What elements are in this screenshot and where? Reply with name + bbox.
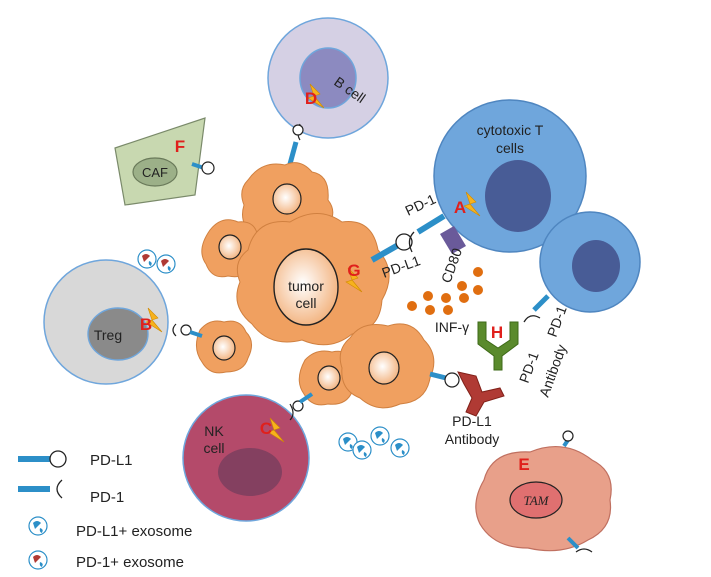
caf-label: CAF — [142, 165, 168, 180]
treg-cell: Treg B — [43, 259, 203, 385]
legend: PD-L1 PD-1 PD-L1+ exosome PD-1+ exosome — [18, 450, 192, 571]
pd1-cup-icon — [408, 231, 415, 253]
marker-a: A — [454, 198, 466, 217]
tam-label: TAM — [523, 493, 549, 508]
pdl1-head-icon — [292, 400, 304, 412]
legend-pdl1: PD-L1 — [18, 450, 133, 469]
pdl1-head-icon — [395, 233, 413, 251]
marker-e: E — [518, 455, 529, 474]
pdl1-exosome-cluster — [338, 426, 410, 460]
inf-gamma-dots: INF-γ — [407, 267, 483, 335]
pdl1-antibody-icon — [457, 371, 505, 417]
marker-f: F — [175, 137, 185, 156]
pdl1-stalk — [298, 392, 314, 404]
cd80-icon — [440, 226, 466, 254]
pd1-cup-icon — [172, 323, 177, 337]
pd1-stalk — [416, 213, 446, 235]
nk-label-line1: NK — [204, 423, 224, 439]
pdl1-stalk — [287, 141, 299, 165]
pd1-label-top: PD-1 — [403, 191, 439, 219]
pd1-cup-icon — [575, 548, 593, 553]
pdl1-head-icon — [201, 161, 215, 175]
marker-h: H — [491, 323, 503, 342]
pdl1-stalk — [370, 241, 402, 263]
marker-g: G — [347, 261, 360, 280]
marker-c: C — [260, 419, 272, 438]
pdl1-antibody-line1: PD-L1 — [452, 413, 492, 429]
pdl1-head-icon — [49, 450, 67, 468]
tumor-label-line2: cell — [295, 295, 316, 311]
pdl1-head-icon — [180, 324, 192, 336]
t-cell-label-line2: cells — [496, 140, 524, 156]
legend-pdl1-exosome: PD-L1+ exosome — [28, 516, 192, 540]
infg-label: INF-γ — [435, 319, 469, 335]
pdl1-stalk — [429, 371, 447, 381]
t-cell-label-line1: cytotoxic T — [477, 122, 544, 138]
pd1-pdl1-interaction: A PD-1 PD-L1 CD80 — [370, 191, 481, 285]
legend-pd1-exosome: PD-1+ exosome — [28, 550, 184, 571]
b-cell: B cell D — [267, 17, 389, 165]
caf-cell: CAF F — [114, 117, 215, 206]
pd1-antibody-line1: PD-1 — [516, 349, 542, 385]
marker-b: B — [140, 315, 152, 334]
tam-cell: TAM E — [475, 430, 612, 553]
legend-pd1: PD-1 — [18, 479, 124, 506]
pd1-label-right: PD-1 — [544, 303, 570, 339]
legend-pd1-exosome-label: PD-1+ exosome — [76, 554, 184, 571]
pd1-antibody-line2: Antibody — [536, 342, 570, 399]
treg-label: Treg — [94, 327, 122, 343]
nk-label-line2: cell — [203, 440, 224, 456]
legend-pdl1-exosome-label: PD-L1+ exosome — [76, 523, 192, 540]
pdl1-stalk — [189, 330, 203, 338]
pdl1-exosome-icon — [28, 516, 48, 536]
pd1-stalk — [532, 294, 550, 312]
legend-pd1-label: PD-1 — [90, 489, 124, 506]
tumor-cluster: tumor cell G — [196, 162, 435, 409]
pdl1-antibody-binding: PD-L1 Antibody — [429, 371, 505, 447]
pdl1-antibody-line2: Antibody — [445, 431, 499, 447]
tumor-label-line1: tumor — [288, 278, 324, 294]
legend-pdl1-label: PD-L1 — [90, 452, 133, 469]
t-cell-right: PD-1 — [523, 211, 641, 339]
pdl1-label-center: PD-L1 — [380, 252, 423, 281]
pd1-exosome-cluster-left — [137, 249, 176, 274]
pdl1-head-icon — [444, 372, 460, 388]
pd1-stalk — [566, 536, 580, 550]
cd80-label: CD80 — [438, 246, 465, 285]
cytotoxic-t-cell: cytotoxic T cells — [433, 99, 587, 253]
pd1-antibody-icon — [477, 321, 519, 371]
pdl1-head-icon — [562, 430, 574, 442]
nk-cell: NK cell C — [182, 392, 314, 522]
marker-d: D — [305, 89, 317, 108]
pd1-cup-icon — [56, 479, 63, 499]
pd1-cup-icon — [289, 403, 294, 421]
pd1-exosome-icon — [28, 550, 48, 570]
pd1-cup-icon — [523, 315, 541, 323]
